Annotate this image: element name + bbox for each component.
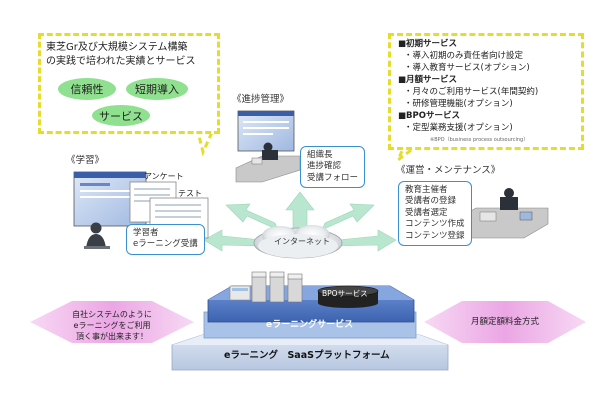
elearning-service-label: eラーニングサービス [266, 320, 354, 330]
right-diamond [424, 301, 586, 343]
survey-label: アンケート [144, 172, 184, 181]
learner-task: eラーニング受講 [133, 239, 198, 250]
left-diamond-text: 自社システムのように eラーニングをご利用 頂く事が出来ます！ [62, 309, 162, 343]
pill-service: サービス [92, 105, 150, 126]
organizer-task-4: コンテンツ登録 [405, 230, 465, 241]
arrow-up [285, 191, 315, 233]
manager-role: 組織長 [307, 150, 333, 160]
progress-desk [235, 142, 301, 183]
test-label: テスト [178, 189, 202, 198]
right-diamond-text: 月額定額料金方式 [470, 317, 539, 327]
arrow-left [203, 229, 263, 252]
left-diamond-line1: 自社システムのように [72, 310, 152, 319]
bpo-footnote: ※BPO（business process outsourcing） [430, 137, 529, 143]
organizer-task-3: コンテンツ作成 [405, 219, 465, 230]
internet-label: インターネット [274, 237, 330, 246]
learning-title: 《学習》 [66, 155, 105, 166]
internet-cloud [253, 225, 343, 259]
server-cluster [229, 271, 303, 303]
saas-platform-label: eラーニング SaaSプラットフォーム [224, 350, 390, 361]
service-item: ・月々のご利用サービス(年間契約) [404, 87, 539, 98]
bpo-service-label: BPOサービス [322, 289, 368, 298]
strengths-title-line2: の実践で培われた実績とサービス [46, 56, 196, 67]
learner-callout: 学習者 eラーニング受講 [126, 224, 205, 255]
service-item: ・研修管理機能(オプション) [404, 99, 513, 110]
left-diamond-line2: eラーニングをご利用 [73, 321, 151, 331]
arrows [203, 191, 397, 252]
manager-callout: 組織長 進捗確認 受講フォロー [300, 146, 366, 189]
server-1 [251, 271, 267, 303]
pill-reliability: 信頼性 [58, 78, 116, 100]
server-2 [269, 271, 285, 303]
left-diamond-line3: 頂く事が出来ます！ [76, 332, 148, 342]
arrow-up-right [319, 203, 375, 235]
service-item: ・導入初期のみ責任者向け設定 [404, 51, 524, 62]
service-group-bpo: ■BPOサービス [398, 111, 460, 122]
services-box [388, 33, 584, 150]
manager-task-1: 進捗確認 [307, 161, 342, 172]
service-item: ・導入教育サービス(オプション) [404, 63, 530, 74]
bpo-cylinder [317, 285, 379, 308]
service-group-initial: ■初期サービス [398, 39, 458, 49]
organizer-task-1: 受講者の登録 [405, 196, 457, 207]
arrow-right [337, 229, 397, 252]
server-3 [287, 273, 303, 303]
service-group-monthly: ■月額サービス [398, 75, 458, 86]
learner-role: 学習者 [133, 228, 159, 238]
manager-task-2: 受講フォロー [307, 172, 359, 183]
strengths-title-line1: 東芝Gr及び大規模システム構築 [46, 42, 188, 53]
left-box-tail [195, 126, 217, 157]
organizer-task-2: 受講者選定 [405, 207, 448, 218]
left-diamond [30, 301, 194, 343]
service-item: ・定型業務支援(オプション) [404, 123, 513, 134]
learner-person [84, 222, 110, 249]
operations-title: 《運営・メンテナンス》 [396, 165, 501, 176]
progress-title: 《進捗管理》 [232, 94, 290, 105]
organizer-role: 教育主催者 [405, 185, 448, 195]
arrow-up-left [225, 203, 281, 235]
operations-desk [451, 188, 549, 239]
organizer-callout: 教育主催者 受講者の登録 受講者選定 コンテンツ作成 コンテンツ登録 [398, 181, 472, 247]
services-list: ■初期サービス ・導入初期のみ責任者向け設定 ・導入教育サービス(オプション) … [398, 38, 538, 135]
pill-fast-deploy: 短期導入 [126, 78, 188, 100]
